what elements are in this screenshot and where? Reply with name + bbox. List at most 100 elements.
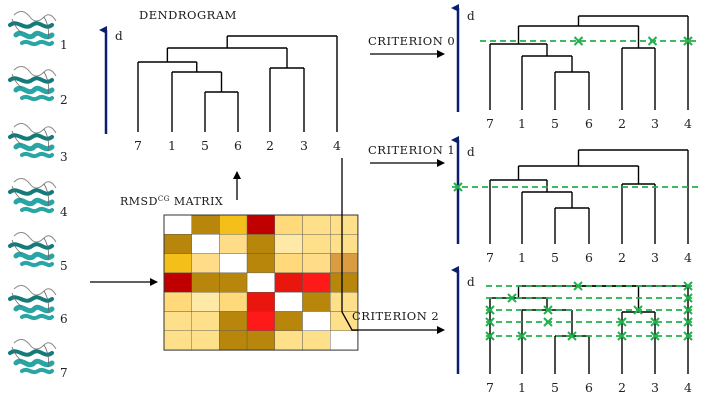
criterion-2-axis-label: d bbox=[467, 275, 475, 289]
matrix-cell bbox=[246, 214, 276, 235]
leaf-label: 3 bbox=[651, 380, 659, 395]
matrix-cell bbox=[163, 311, 192, 331]
matrix-cell bbox=[163, 253, 192, 274]
matrix-cell bbox=[163, 234, 192, 254]
leaf-label: 4 bbox=[684, 250, 692, 265]
leaf-label: 3 bbox=[300, 138, 308, 153]
cut-marker-icon bbox=[485, 331, 495, 341]
matrix-cell bbox=[163, 330, 192, 351]
matrix-cell bbox=[302, 214, 331, 235]
protein-structure-6: 6 bbox=[8, 285, 68, 326]
cut-marker-icon bbox=[683, 281, 693, 291]
criterion-0-axis-label: d bbox=[467, 9, 475, 23]
matrix-cell bbox=[274, 253, 303, 274]
matrix-title-superscript: CG bbox=[158, 195, 170, 203]
matrix-cell bbox=[246, 311, 276, 331]
matrix-cell bbox=[219, 292, 248, 312]
protein-label: 5 bbox=[60, 259, 68, 273]
protein-ribbon-icon bbox=[8, 123, 57, 159]
criterion-2-tree bbox=[489, 285, 689, 374]
matrix-border bbox=[163, 214, 359, 351]
leaf-label: 5 bbox=[551, 380, 559, 395]
matrix-cell bbox=[274, 330, 303, 351]
matrix-cell bbox=[302, 234, 331, 254]
leaf-label: 7 bbox=[486, 116, 494, 131]
matrix-cell bbox=[219, 272, 248, 293]
matrix-cell bbox=[219, 311, 248, 331]
matrix-cell bbox=[191, 234, 220, 254]
cut-marker-icon bbox=[485, 305, 495, 315]
matrix-cell bbox=[219, 253, 248, 274]
protein-label: 4 bbox=[60, 205, 68, 219]
criterion-0-label: CRITERION 0 bbox=[368, 34, 455, 48]
protein-ribbon-icon bbox=[8, 232, 57, 268]
leaf-label: 6 bbox=[585, 250, 593, 265]
criterion-1-axis-label: d bbox=[467, 145, 475, 159]
matrix-cell bbox=[274, 292, 303, 312]
matrix-cell bbox=[246, 253, 276, 274]
leaf-label: 3 bbox=[651, 250, 659, 265]
protein-structure-3: 3 bbox=[8, 123, 68, 164]
matrix-cell bbox=[330, 214, 359, 235]
leaf-label: 3 bbox=[651, 116, 659, 131]
cut-marker-icon bbox=[683, 305, 693, 315]
matrix-cell bbox=[302, 311, 331, 331]
cut-marker-icon bbox=[517, 331, 527, 341]
matrix-cell bbox=[246, 330, 276, 351]
cut-marker-icon bbox=[567, 331, 577, 341]
matrix-cell bbox=[219, 214, 248, 235]
matrix-cell bbox=[330, 253, 359, 274]
protein-label: 3 bbox=[60, 150, 68, 164]
protein-label: 2 bbox=[60, 93, 68, 107]
criterion-arrows: CRITERION 0 CRITERION 1 CRITERION 2 bbox=[341, 34, 455, 334]
criterion-1-tree bbox=[489, 149, 689, 244]
protein-ribbon-icon bbox=[8, 178, 57, 214]
matrix-cell bbox=[330, 330, 359, 351]
leaf-label: 7 bbox=[486, 250, 494, 265]
cut-marker-icon bbox=[573, 36, 584, 46]
leaf-label: 4 bbox=[684, 380, 692, 395]
matrix-cell bbox=[302, 272, 331, 293]
matrix-cell bbox=[219, 330, 248, 351]
cut-marker-icon bbox=[683, 331, 693, 341]
matrix-cell bbox=[246, 234, 276, 254]
matrix-cell bbox=[191, 253, 220, 274]
matrix-cell bbox=[246, 292, 276, 312]
matrix-cell bbox=[302, 330, 331, 351]
leaf-label: 1 bbox=[518, 116, 526, 131]
dendrogram-axis-label: d bbox=[115, 29, 123, 43]
leaf-label: 6 bbox=[585, 116, 593, 131]
matrix-title-rest: MATRIX bbox=[170, 195, 223, 208]
cut-marker-icon bbox=[485, 317, 495, 327]
cut-marker-icon bbox=[650, 331, 660, 341]
leaf-label: 2 bbox=[618, 116, 626, 131]
protein-ribbon-icon bbox=[8, 11, 57, 47]
leaf-label: 5 bbox=[201, 138, 209, 153]
matrix-cell bbox=[163, 292, 192, 312]
matrix-cell bbox=[330, 272, 359, 293]
criterion-1-label: CRITERION 1 bbox=[368, 143, 455, 157]
main-tree bbox=[137, 35, 338, 132]
cut-marker-icon bbox=[650, 317, 660, 327]
cut-marker-icon bbox=[543, 305, 553, 315]
protein-structure-1: 1 bbox=[8, 11, 68, 52]
protein-structure-4: 4 bbox=[8, 178, 68, 219]
protein-label: 6 bbox=[60, 312, 68, 326]
criterion-0-tree bbox=[489, 15, 689, 110]
cut-marker-icon bbox=[683, 293, 693, 303]
protein-ribbon-icon bbox=[8, 66, 57, 102]
matrix-cell bbox=[163, 272, 192, 293]
cut-marker-icon bbox=[647, 36, 658, 46]
leaf-label: 4 bbox=[333, 138, 341, 153]
matrix-cell bbox=[219, 234, 248, 254]
cut-marker-icon bbox=[633, 305, 643, 315]
leaf-label: 7 bbox=[486, 380, 494, 395]
protein-structures: 1 2 3 4 5 6 7 bbox=[8, 11, 68, 380]
leaf-label: 6 bbox=[234, 138, 242, 153]
protein-structure-2: 2 bbox=[8, 66, 68, 107]
protein-structure-7: 7 bbox=[8, 339, 68, 380]
